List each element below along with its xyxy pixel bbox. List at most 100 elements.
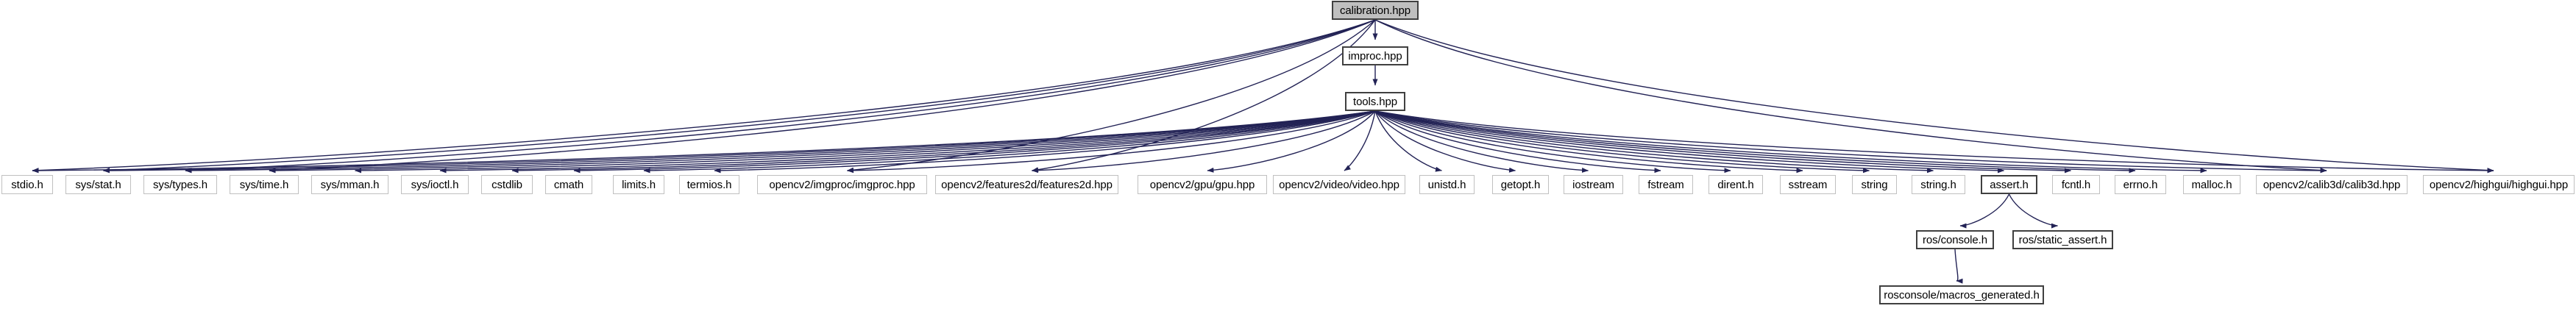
graph-edge-tools-to-features2d [1032,110,1376,174]
graph-node-label: fcntl.h [2061,178,2091,191]
graph-edge-tools-to-dirent [1374,110,1731,174]
graph-edge-tools-to-limits [643,110,1376,174]
graph-node-unistd[interactable]: unistd.h [1419,175,1475,194]
graph-node-label: termios.h [686,178,732,191]
graph-edge-calibration-to-systime [269,19,1376,174]
graph-node-label: rosconsole/macros_generated.h [1884,288,2040,301]
edge-group [32,19,2494,284]
graph-node-label: getopt.h [1500,178,1541,191]
graph-node-fstream[interactable]: fstream [1639,175,1693,194]
graph-node-cstdlib[interactable]: cstdlib [481,175,533,194]
graph-node-systime[interactable]: sys/time.h [230,175,299,194]
graph-node-sysioctl[interactable]: sys/ioctl.h [401,175,469,194]
graph-node-termios[interactable]: termios.h [679,175,739,194]
graph-node-label: ros/console.h [1923,233,1987,246]
graph-edge-tools-to-assert [1374,110,2004,174]
graph-node-macrosgen[interactable]: rosconsole/macros_generated.h [1879,285,2044,304]
graph-node-stringh[interactable]: string.h [1912,175,1965,194]
graph-node-string[interactable]: string [1852,175,1897,194]
graph-node-imgproc[interactable]: opencv2/imgproc/imgproc.hpp [757,175,927,194]
graph-node-cmath[interactable]: cmath [545,175,592,194]
graph-edge-tools-to-string [1374,110,1870,174]
graph-node-dirent[interactable]: dirent.h [1709,175,1763,194]
graph-node-label: ros/static_assert.h [2018,233,2107,246]
graph-edge-tools-to-stringh [1374,110,1934,174]
graph-node-label: assert.h [1990,178,2029,191]
graph-edge-tools-to-malloc [1374,110,2207,174]
graph-node-assert[interactable]: assert.h [1981,175,2037,194]
graph-edge-tools-to-sysmman [355,110,1376,174]
graph-edge-calibration-to-highgui [1374,19,2494,174]
graph-edge-calibration-to-imgproc [847,19,1376,173]
graph-node-label: iostream [1572,178,1614,191]
graph-node-rosconsole[interactable]: ros/console.h [1916,230,1994,249]
graph-edge-tools-to-sstream [1374,110,1803,174]
graph-edge-calibration-to-stdio [32,19,1376,174]
graph-node-label: tools.hpp [1353,95,1397,108]
graph-node-iostream[interactable]: iostream [1564,175,1623,194]
graph-edge-tools-to-systime [269,110,1376,174]
graph-edge-assert-to-rosconsole [1959,193,2010,229]
graph-node-label: sys/mman.h [320,178,380,191]
graph-node-sysstat[interactable]: sys/stat.h [65,175,131,194]
graph-node-label: unistd.h [1427,178,1466,191]
graph-node-label: sys/ioctl.h [411,178,459,191]
graph-edge-tools-to-gpu [1207,110,1376,173]
graph-edge-tools-to-cmath [573,110,1376,174]
graph-node-label: stdio.h [11,178,43,191]
graph-node-label: opencv2/calib3d/calib3d.hpp [2263,178,2401,191]
graph-node-calibration[interactable]: calibration.hpp [1332,1,1419,20]
graph-edge-tools-to-sysioctl [439,110,1376,174]
graph-node-rosstatic[interactable]: ros/static_assert.h [2012,230,2113,249]
graph-node-label: opencv2/video/video.hpp [1279,178,1399,191]
graph-node-label: sys/stat.h [75,178,121,191]
graph-edge-calibration-to-systypes [185,19,1376,174]
graph-node-label: calibration.hpp [1339,4,1411,17]
graph-node-getopt[interactable]: getopt.h [1492,175,1549,194]
graph-node-features2d[interactable]: opencv2/features2d/features2d.hpp [935,175,1118,194]
graph-node-fcntl[interactable]: fcntl.h [2052,175,2100,194]
graph-node-highgui[interactable]: opencv2/highgui/highgui.hpp [2423,175,2575,194]
graph-edge-tools-to-stdio [32,110,1376,174]
graph-node-label: dirent.h [1717,178,1754,191]
graph-node-systypes[interactable]: sys/types.h [143,175,217,194]
graph-node-video[interactable]: opencv2/video/video.hpp [1273,175,1405,194]
graph-edge-tools-to-unistd [1374,110,1442,172]
graph-node-tools[interactable]: tools.hpp [1345,92,1405,111]
graph-node-label: opencv2/gpu/gpu.hpp [1149,178,1255,191]
graph-edge-tools-to-highgui [1374,110,2494,174]
graph-node-sstream[interactable]: sstream [1780,175,1836,194]
graph-node-label: cstdlib [492,178,522,191]
graph-node-label: sstream [1788,178,1828,191]
graph-edge-tools-to-fstream [1374,110,1661,174]
graph-edge-calibration-to-calib3d [1374,19,2327,174]
graph-edge-tools-to-errno [1374,110,2136,174]
graph-edge-tools-to-fcntl [1374,110,2071,174]
graph-node-label: errno.h [2123,178,2158,191]
graph-node-label: sys/types.h [153,178,207,191]
graph-node-label: string.h [1920,178,1956,191]
graph-edge-assert-to-rosstatic [2008,193,2058,229]
graph-node-label: fstream [1647,178,1684,191]
graph-node-malloc[interactable]: malloc.h [2183,175,2240,194]
graph-node-label: opencv2/features2d/features2d.hpp [941,178,1113,191]
graph-node-improc[interactable]: improc.hpp [1342,46,1408,65]
graph-edge-rosconsole-to-macrosgen [1954,249,1963,284]
graph-node-limits[interactable]: limits.h [613,175,664,194]
graph-edge-tools-to-systypes [185,110,1376,174]
graph-node-label: improc.hpp [1348,49,1402,63]
graph-edge-tools-to-cstdlib [511,110,1376,174]
graph-node-calib3d[interactable]: opencv2/calib3d/calib3d.hpp [2256,175,2408,194]
graph-node-label: malloc.h [2191,178,2232,191]
graph-node-label: opencv2/highgui/highgui.hpp [2429,178,2569,191]
graph-node-label: sys/time.h [239,178,289,191]
graph-node-label: limits.h [622,178,656,191]
graph-edge-tools-to-calib3d [1374,110,2327,174]
graph-node-gpu[interactable]: opencv2/gpu/gpu.hpp [1138,175,1267,194]
graph-edge-tools-to-video [1344,110,1376,171]
graph-node-errno[interactable]: errno.h [2115,175,2166,194]
graph-node-sysmman[interactable]: sys/mman.h [311,175,388,194]
graph-node-stdio[interactable]: stdio.h [1,175,53,194]
